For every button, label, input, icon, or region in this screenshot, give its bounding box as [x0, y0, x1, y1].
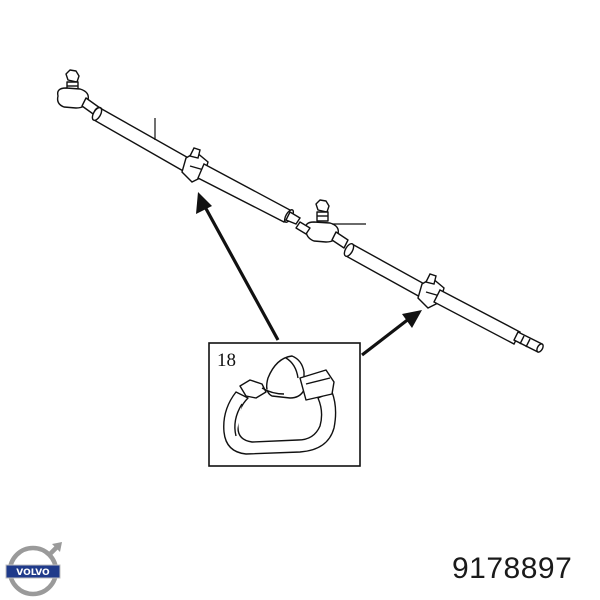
right-rod-threaded-end [433, 289, 544, 353]
part-number: 9178897 [452, 552, 573, 585]
volvo-iron-mark-icon: VOLVO [5, 542, 62, 597]
callout-arrow-left [196, 192, 280, 341]
callout-arrow-right [361, 310, 422, 357]
callout-number: 18 [217, 350, 236, 371]
right-steering-rod [343, 242, 429, 299]
middle-steering-rod [197, 163, 301, 225]
center-tie-rod-end [295, 199, 349, 249]
left-steering-rod [91, 106, 193, 173]
brand-wordmark: VOLVO [16, 568, 50, 578]
hose-clip-detail [223, 355, 337, 455]
callout-detail-box: 18 [208, 342, 361, 467]
